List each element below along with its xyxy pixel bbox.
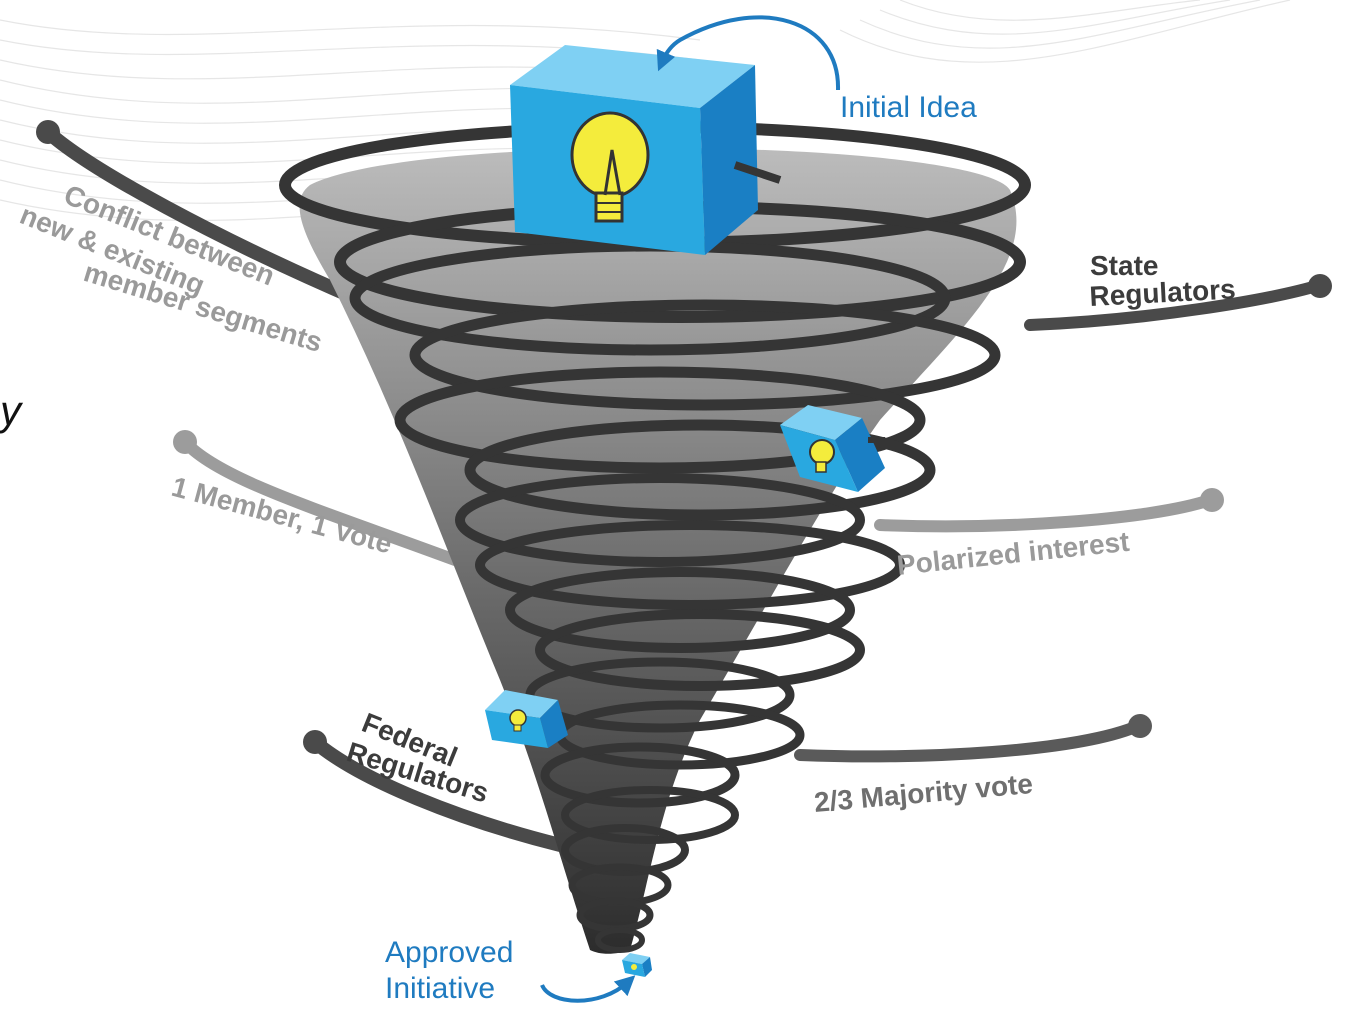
swoosh-majority-head xyxy=(1128,714,1152,738)
cube-icon-medium xyxy=(780,405,885,492)
lightbulb-icon xyxy=(809,439,835,473)
label-approved-line2: Initiative xyxy=(385,972,495,1005)
swoosh-conflict xyxy=(41,125,367,307)
cube-icon-large xyxy=(510,45,782,255)
label-one-member: 1 Member, 1 Vote xyxy=(168,471,395,560)
tornado xyxy=(279,121,1031,954)
swoosh-federal xyxy=(308,735,567,852)
lightbulb-icon xyxy=(509,709,527,732)
swoosh-polarized xyxy=(874,494,1216,533)
label-polarized-interest: Polarized interest xyxy=(895,526,1130,581)
swoosh-federal-head xyxy=(303,730,327,754)
background-lines xyxy=(0,0,1291,222)
label-majority-vote: 2/3 Majority vote xyxy=(813,768,1034,818)
label-initial-idea: Initial Idea xyxy=(840,91,977,124)
lightbulb-icon xyxy=(570,111,650,223)
label-state-regulators-line2: Regulators xyxy=(1089,273,1237,312)
tornado-cone xyxy=(299,147,1017,954)
swoosh-state xyxy=(1024,279,1326,331)
curved-arrow-icon-approved xyxy=(540,975,636,1003)
curved-arrow-icon-initial xyxy=(656,15,841,91)
swoosh-conflict-head xyxy=(36,120,60,144)
swoosh-majority xyxy=(794,719,1146,763)
swoosh-arrows xyxy=(36,120,1332,852)
label-approved-line1: Approved xyxy=(385,936,513,969)
swoosh-polarized-head xyxy=(1200,488,1224,512)
swoosh-one-member xyxy=(179,436,461,566)
cube-icon-tiny xyxy=(622,953,652,977)
swoosh-state-head xyxy=(1308,274,1332,298)
cube-icon-small xyxy=(485,690,568,748)
swoosh-one-member-head xyxy=(173,430,197,454)
label-cut-off: y xyxy=(0,387,24,434)
tornado-rings xyxy=(279,121,1031,953)
label-state-regulators-line1: State xyxy=(1090,250,1158,281)
